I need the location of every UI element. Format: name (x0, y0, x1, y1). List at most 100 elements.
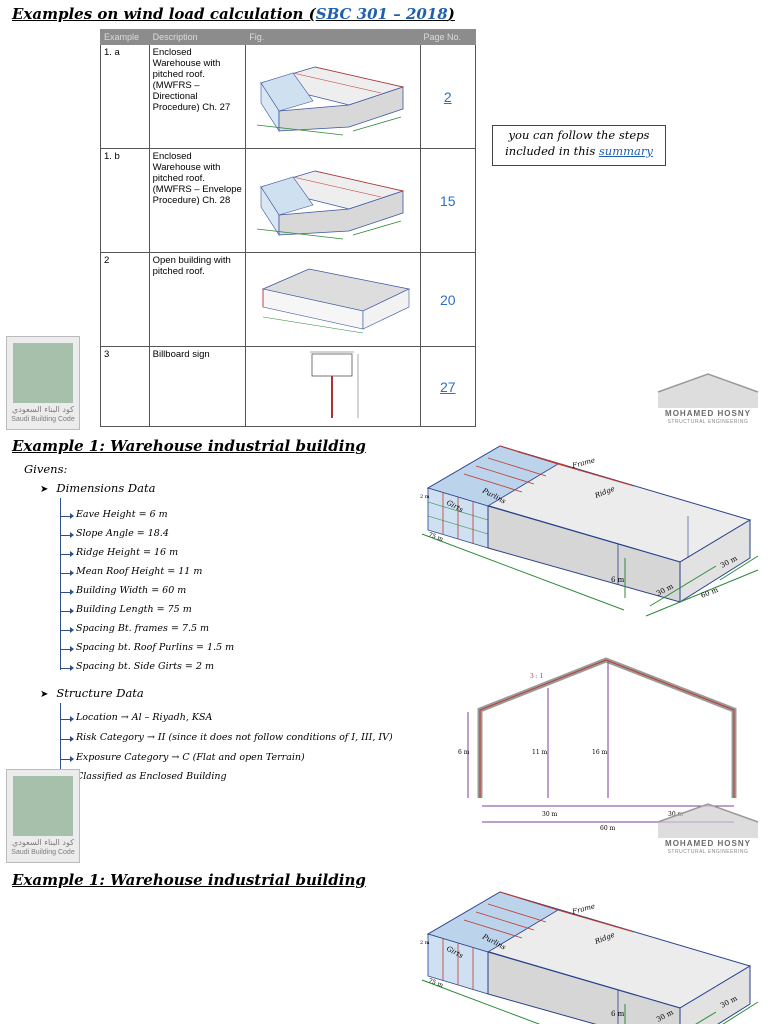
dimension-item: Ridge Height = 16 m (76, 547, 179, 558)
example1-repeat-title-rest: : Warehouse industrial building (99, 871, 366, 889)
sbc-logo: كود البناء السعودي Saudi Building Code (6, 336, 80, 430)
warehouse-figure (245, 148, 421, 253)
givens-label: Givens: (24, 462, 68, 476)
sbc-logo: كود البناء السعودي Saudi Building Code (6, 769, 80, 863)
sbc-logo-english: Saudi Building Code (11, 849, 75, 856)
branch-arrow-icon (61, 756, 74, 762)
row-number: 1. a (100, 44, 150, 149)
eave-height-label: 6 m (611, 576, 625, 584)
billboard-figure (245, 346, 421, 427)
frame-label: Frame (570, 902, 595, 916)
structure-item: Exposure Category → C (Flat and open Ter… (76, 752, 305, 763)
mean-height-label: 11 m (532, 749, 548, 756)
total-width-label: 60 m (600, 825, 616, 832)
note-line2-text: included in this (505, 144, 599, 158)
page-number-cell[interactable]: 15 (419, 148, 477, 253)
mh-logo-name: MOHAMED HOSNY (665, 839, 751, 848)
col-page: Page No. (419, 29, 477, 45)
frame-logo-icon (657, 803, 759, 838)
branch-arrow-icon (61, 627, 74, 633)
length-dim: 75 m (427, 531, 444, 543)
open-building-thumbnail (261, 268, 411, 334)
example1-title-prefix: Example 1 (12, 437, 100, 455)
page-link-27[interactable]: 27 (419, 346, 477, 427)
branch-arrow-icon (61, 665, 74, 671)
dimension-item: Spacing bt. Roof Purlins = 1.5 m (76, 642, 235, 653)
branch-arrow-icon (61, 513, 74, 519)
row-description: Enclosed Warehouse with pitched roof. (M… (148, 44, 247, 149)
branch-arrow-icon (61, 736, 74, 742)
dimension-item: Building Length = 75 m (76, 604, 192, 615)
branch-arrow-icon (61, 551, 74, 557)
title-code: SBC 301 – 2018 (315, 5, 448, 23)
sbc-logo-arabic: كود البناء السعودي (12, 405, 74, 414)
page-number[interactable]: 27 (439, 378, 456, 395)
col-example: Example (100, 29, 150, 45)
table-row: 2 Open building with pitched roof. 20 (100, 252, 477, 347)
dimensions-tree-line (60, 498, 61, 670)
example1-title-rest: : Warehouse industrial building (99, 437, 366, 455)
dimension-item: Eave Height = 6 m (76, 509, 168, 520)
examples-table: Example Description Fig. Page No. 1. a E… (100, 29, 477, 427)
page-number[interactable]: 15 (439, 192, 456, 209)
branch-arrow-icon (61, 716, 74, 722)
structure-item: Location → Al – Riyadh, KSA (76, 712, 213, 723)
page-link-2[interactable]: 2 (419, 44, 477, 149)
row-description: Enclosed Warehouse with pitched roof. (M… (148, 148, 247, 253)
row-number: 3 (100, 346, 150, 427)
dimension-item: Slope Angle = 18.4 (76, 528, 169, 539)
mh-logo-subtitle: STRUCTURAL ENGINEERING (667, 849, 749, 855)
summary-link[interactable]: summary (598, 144, 653, 158)
mh-logo-name: MOHAMED HOSNY (665, 409, 751, 418)
right-half-label: 30 m (668, 811, 684, 818)
warehouse-figure (245, 44, 421, 149)
title-prefix: Examples on wind load calculation ( (12, 5, 316, 23)
branch-arrow-icon (61, 570, 74, 576)
col-fig: Fig. (245, 29, 421, 45)
length-dim: 75 m (427, 977, 444, 989)
warehouse-thumbnail (256, 66, 405, 136)
dimension-item: Spacing Bt. frames = 7.5 m (76, 623, 210, 634)
structure-item: Classified as Enclosed Building (76, 771, 227, 782)
example1-title: Example 1: Warehouse industrial building (12, 437, 366, 455)
branch-arrow-icon (61, 646, 74, 652)
table-row: 1. a Enclosed Warehouse with pitched roo… (100, 44, 477, 149)
sbc-emblem-icon (13, 776, 73, 836)
row-description: Open building with pitched roof. (148, 252, 247, 347)
table-row: 1. b Enclosed Warehouse with pitched roo… (100, 148, 477, 253)
page-title: Examples on wind load calculation (SBC 3… (12, 5, 455, 23)
girt-spacing-label: 2 m (420, 940, 430, 946)
structure-heading: ➤Structure Data (40, 686, 144, 700)
branch-arrow-icon (61, 608, 74, 614)
ridge-height-label: 16 m (592, 749, 608, 756)
sbc-emblem-icon (13, 343, 73, 403)
dimension-item: Building Width = 60 m (76, 585, 187, 596)
page-number-cell[interactable]: 20 (419, 252, 477, 347)
dimensions-heading: ➤ Dimensions Data (40, 481, 155, 495)
sbc-logo-arabic: كود البناء السعودي (12, 838, 74, 847)
example1-repeat-title: Example 1: Warehouse industrial building (12, 871, 366, 889)
slope-label: 3 : 1 (530, 673, 543, 680)
page-number[interactable]: 2 (443, 88, 452, 105)
frame-logo-icon (657, 373, 759, 408)
row-description: Billboard sign (148, 346, 247, 427)
mh-logo: MOHAMED HOSNY STRUCTURAL ENGINEERING (656, 372, 760, 428)
dimension-item: Spacing bt. Side Girts = 2 m (76, 661, 214, 672)
frame-label: Frame (570, 456, 595, 470)
row-number: 1. b (100, 148, 150, 253)
row-number: 2 (100, 252, 150, 347)
left-half-label: 30 m (542, 811, 558, 818)
title-suffix: ) (447, 5, 455, 23)
dimensions-title: Dimensions Data (56, 481, 156, 495)
bullet-arrow-icon: ➤ (40, 484, 49, 495)
note-line1: you can follow the steps (508, 128, 650, 142)
table-row: 3 Billboard sign 27 (100, 346, 477, 427)
sbc-logo-english: Saudi Building Code (11, 416, 75, 423)
branch-arrow-icon (61, 589, 74, 595)
structure-item: Risk Category → II (since it does not fo… (76, 732, 393, 743)
summary-note: you can follow the steps included in thi… (492, 125, 666, 166)
structure-title: Structure Data (56, 686, 144, 700)
page-number[interactable]: 20 (439, 291, 456, 308)
note-line2: included in this summary (493, 143, 665, 159)
mh-logo: MOHAMED HOSNY STRUCTURAL ENGINEERING (656, 802, 760, 858)
